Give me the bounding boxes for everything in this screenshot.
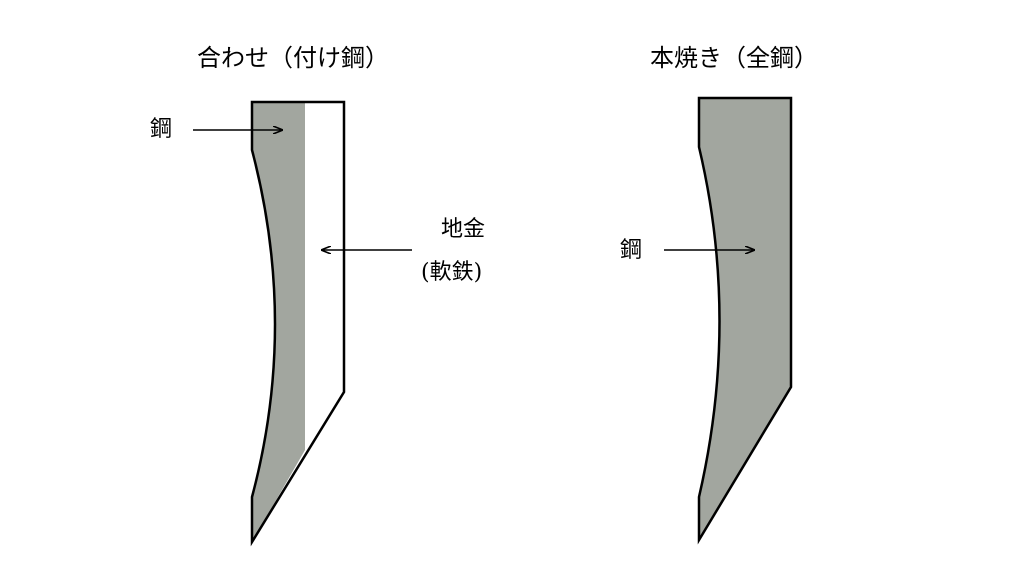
steel-layer (252, 102, 305, 542)
soft-iron-label-line2: (軟鉄) (421, 260, 483, 285)
right-blade-title: 本焼き（全鋼） (650, 44, 818, 72)
left-steel-label: 鋼 (150, 117, 173, 142)
honyaki-blade (697, 96, 793, 545)
left-blade-title: 合わせ（付け鋼） (197, 44, 389, 72)
soft-iron-layer (305, 102, 344, 450)
awase-blade (250, 100, 346, 547)
soft-iron-label-line1: 地金 (441, 217, 486, 242)
honyaki-blade-body (697, 96, 793, 545)
right-steel-label: 鋼 (620, 238, 643, 263)
awase-blade-outline (250, 100, 346, 547)
